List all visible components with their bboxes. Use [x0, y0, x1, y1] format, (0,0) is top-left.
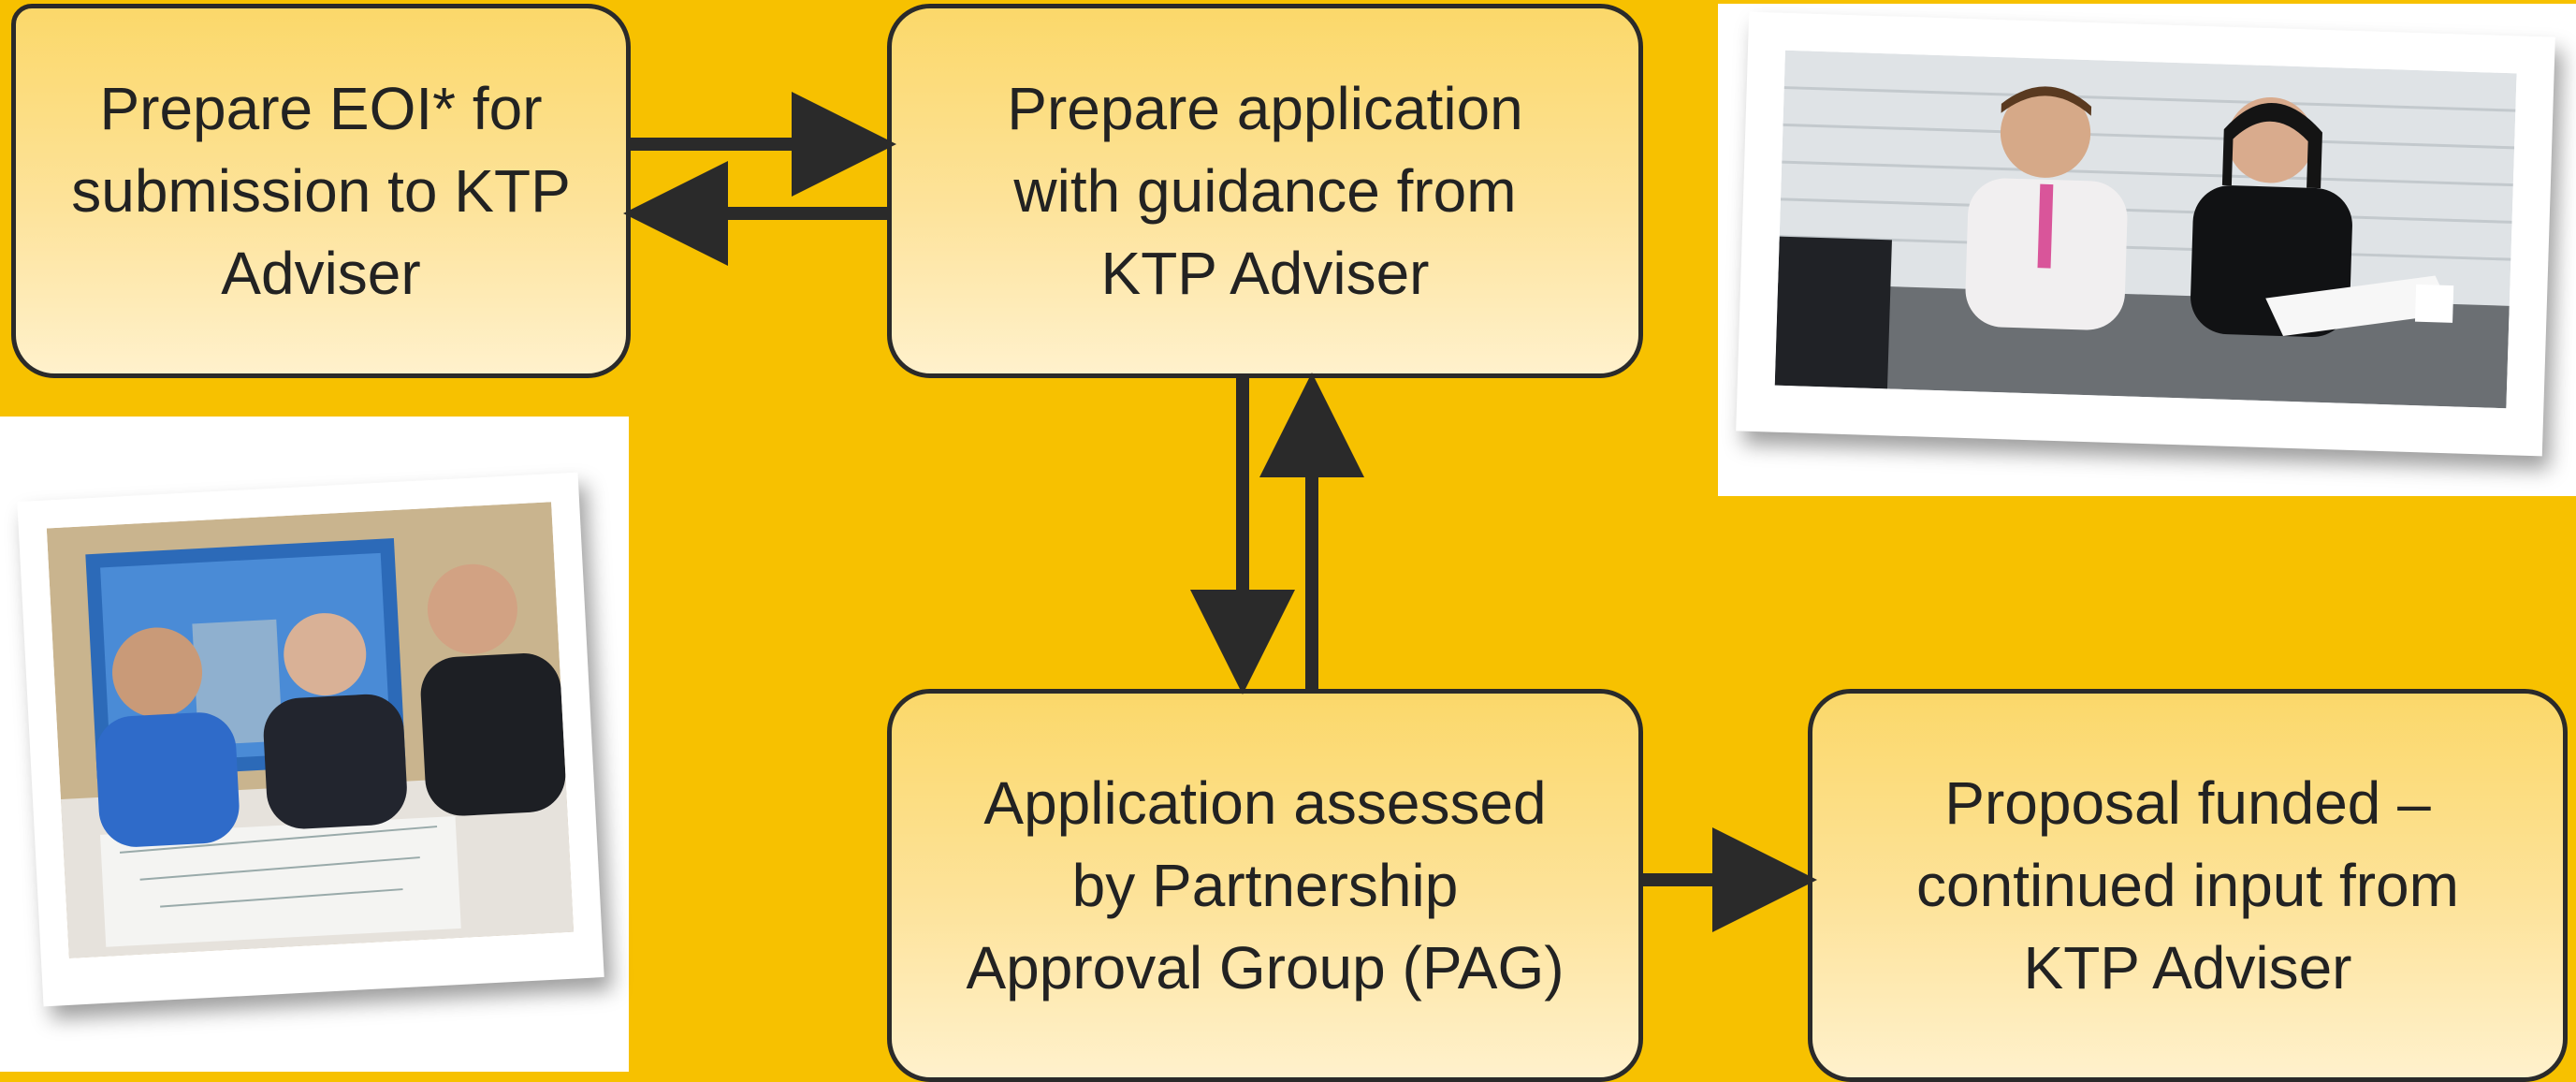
step-prepare-application-text: Prepare application with guidance from K… [1007, 75, 1523, 307]
step-proposal-funded-text: Proposal funded – continued input from K… [1916, 769, 2459, 1002]
step-application-assessed-text: Application assessed by Partnership Appr… [966, 769, 1565, 1002]
meeting-photo-right [1736, 11, 2555, 457]
step-prepare-application: Prepare application with guidance from K… [887, 4, 1643, 378]
meeting-photo-left [17, 472, 604, 1007]
step-prepare-eoi: Prepare EOI* for submission to KTP Advis… [11, 4, 631, 378]
meeting-photo-left-image [46, 502, 575, 958]
step-proposal-funded: Proposal funded – continued input from K… [1808, 689, 2568, 1082]
step-application-assessed: Application assessed by Partnership Appr… [887, 689, 1643, 1082]
meeting-photo-right-image [1774, 50, 2517, 409]
step-prepare-eoi-text: Prepare EOI* for submission to KTP Advis… [71, 75, 571, 307]
